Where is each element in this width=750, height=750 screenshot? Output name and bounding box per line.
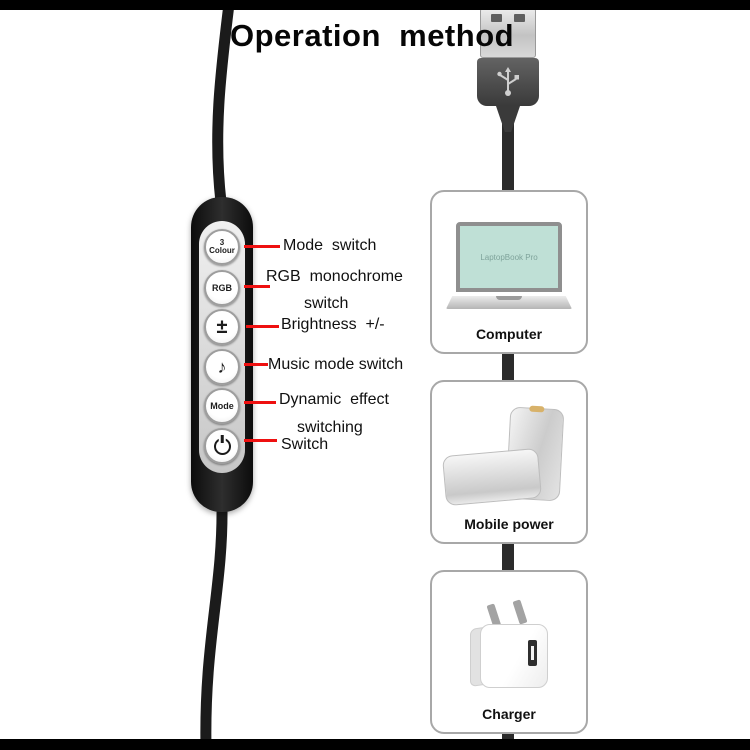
- rgb-button: RGB: [204, 270, 240, 306]
- device-label-mobile-power: Mobile power: [464, 516, 554, 532]
- power-button: [204, 428, 240, 464]
- colour-button-line1: 3: [219, 237, 225, 247]
- device-label-computer: Computer: [475, 326, 543, 342]
- pointer-line-music-mode: [244, 363, 268, 366]
- bottom-letterbox-bar: [0, 739, 750, 750]
- laptop-illustration: LaptopBook Pro: [432, 192, 586, 352]
- remote-controller: 3 Colour RGB ± ♪ Mode: [191, 197, 253, 512]
- laptop-screen-text: LaptopBook Pro: [480, 252, 538, 262]
- label-brightness: Brightness +/-: [281, 316, 385, 333]
- label-dynamic-effect: Dynamic effect: [279, 391, 389, 408]
- charger-usb-port: [528, 640, 537, 666]
- label-rgb-monochrome: RGB monochrome: [266, 268, 403, 285]
- pointer-line-mode-switch: [244, 245, 280, 248]
- pointer-line-rgb-monochrome: [244, 285, 270, 288]
- laptop-screen: LaptopBook Pro: [456, 222, 562, 292]
- plus-minus-icon: ±: [216, 316, 228, 338]
- device-label-charger: Charger: [482, 706, 536, 722]
- label-music-mode-switch: Music mode switch: [268, 356, 404, 373]
- charger-prong: [512, 599, 528, 625]
- label-mode-switch: Mode switch: [283, 237, 377, 254]
- power-icon: [213, 437, 231, 455]
- left-cable-top: [212, 0, 235, 208]
- charger-body: [480, 624, 548, 688]
- colour-button-line2: Colour: [209, 246, 235, 255]
- left-cable-bottom: [200, 500, 228, 750]
- label-switch: Switch: [281, 436, 329, 453]
- pointer-line-dynamic-effect: [244, 401, 276, 404]
- laptop-base: [446, 296, 572, 309]
- remote-button-panel: 3 Colour RGB ± ♪ Mode: [199, 221, 245, 473]
- page-title: Operation method: [230, 18, 515, 53]
- pointer-line-brightness: [246, 325, 279, 328]
- rgb-button-label: RGB: [212, 283, 232, 293]
- usb-plug: [477, 8, 539, 132]
- usb-metal-shield: [480, 8, 536, 58]
- top-letterbox-bar: [0, 0, 750, 10]
- laptop-hinge-notch: [496, 296, 522, 300]
- label-rgb-monochrome-2: switch: [304, 295, 349, 312]
- usb-contact-pin: [514, 14, 525, 22]
- music-mode-button: ♪: [204, 349, 240, 385]
- pointer-line-switch: [244, 439, 277, 442]
- usb-trident-icon: [497, 67, 519, 96]
- usb-strain-relief: [496, 106, 520, 132]
- colour-mode-button: 3 Colour: [204, 229, 240, 265]
- brightness-button: ±: [204, 309, 240, 345]
- usb-contact-pin: [491, 14, 502, 22]
- usb-plug-body: [477, 58, 539, 106]
- mode-button: Mode: [204, 388, 240, 424]
- power-bank-flat: [442, 447, 542, 507]
- mode-button-label: Mode: [210, 401, 234, 411]
- device-box-charger: Charger: [430, 570, 588, 734]
- device-box-computer: LaptopBook Pro Computer: [430, 190, 588, 354]
- device-box-mobile-power: Mobile power: [430, 380, 588, 544]
- music-note-icon: ♪: [217, 357, 227, 377]
- label-dynamic-effect-2: switching: [297, 419, 363, 436]
